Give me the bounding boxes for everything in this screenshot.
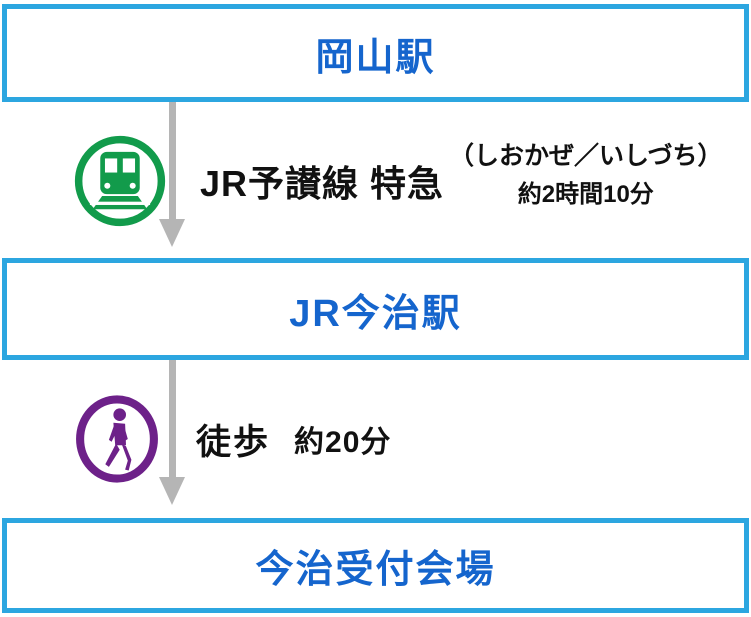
walk-icon xyxy=(72,394,162,484)
arrow-down-head-1 xyxy=(159,219,185,247)
walk-mode-label: 徒歩 xyxy=(196,422,271,462)
station-box-jr-imabari: JR今治駅 xyxy=(2,258,749,360)
station-name-jr-imabari: JR今治駅 xyxy=(289,292,462,335)
train-note-duration: 約2時間10分 xyxy=(517,181,654,208)
train-note: （しおかぜ／いしづち） 約2時間10分 xyxy=(449,136,723,209)
arrow-down-head-2 xyxy=(159,477,185,505)
station-box-imabari-venue: 今治受付会場 xyxy=(2,518,749,613)
segment-walk-leg: 徒歩 約20分 xyxy=(0,360,751,518)
station-name-okayama: 岡山駅 xyxy=(315,36,436,79)
station-box-okayama: 岡山駅 xyxy=(2,4,749,102)
train-line-name: JR予讃線 特急 xyxy=(200,162,445,204)
station-name-imabari-venue: 今治受付会場 xyxy=(255,549,496,591)
arrow-down-shaft-1 xyxy=(169,102,176,220)
segment-train-leg: JR予讃線 特急 （しおかぜ／いしづち） 約2時間10分 xyxy=(0,103,751,258)
train-icon xyxy=(73,134,167,228)
train-note-names: （しおかぜ／いしづち） xyxy=(449,142,723,170)
walk-duration-label: 約20分 xyxy=(294,426,392,459)
arrow-down-shaft-2 xyxy=(169,360,176,478)
